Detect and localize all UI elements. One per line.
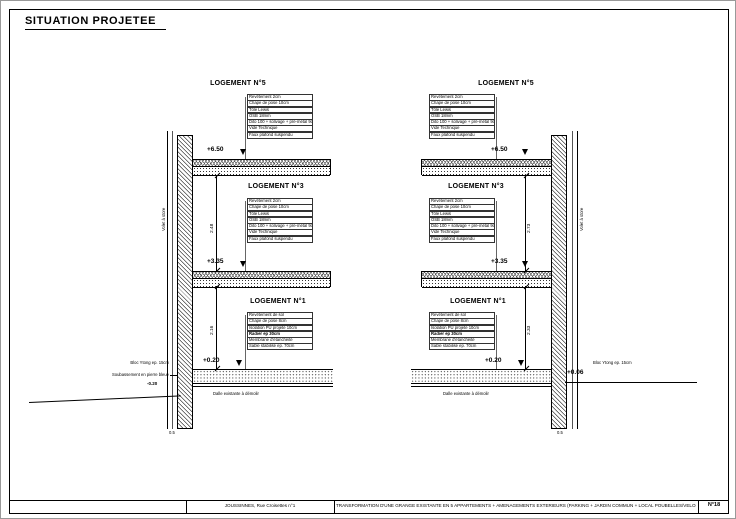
leader-line bbox=[245, 315, 246, 369]
level-335: +3.35 bbox=[491, 258, 508, 265]
leader-line bbox=[245, 201, 246, 271]
annotation-line: Dito 100 + solivage + pré-métal 9cm bbox=[429, 223, 495, 230]
leader-line bbox=[496, 315, 497, 369]
level-marker-icon bbox=[240, 261, 246, 267]
sheet-number: N°18 bbox=[707, 502, 721, 508]
slab-concrete-hatch bbox=[193, 166, 330, 176]
level-335: +3.35 bbox=[207, 258, 224, 265]
sheet-border bbox=[9, 9, 729, 514]
level-exterior: -0.20 bbox=[147, 381, 158, 386]
level-marker-icon bbox=[236, 360, 242, 366]
titleblock-divider bbox=[186, 500, 187, 513]
dalle-note: Dalle existante à démolir bbox=[443, 391, 489, 396]
leader-line bbox=[245, 97, 246, 159]
level-marker-icon bbox=[522, 149, 528, 155]
wall-hatched bbox=[177, 135, 193, 429]
logement5-label: LOGEMENT N°5 bbox=[210, 80, 266, 87]
facade-line bbox=[167, 131, 168, 429]
dimension-chain-lower bbox=[216, 286, 217, 369]
logement3-label: LOGEMENT N°3 bbox=[448, 183, 504, 190]
dimension-value: 2.73 bbox=[527, 223, 532, 233]
dalle-note: Dalle existante à démolir bbox=[213, 391, 259, 396]
leader-line bbox=[496, 97, 497, 159]
slab-insulation-hatch bbox=[193, 271, 330, 278]
floor-slab-650 bbox=[421, 159, 551, 176]
titleblock-divider bbox=[698, 500, 699, 513]
slab-insulation-hatch bbox=[422, 159, 551, 166]
dimension-value: 2.16 bbox=[210, 325, 215, 335]
annotation-line: Dito 100 + solivage + pré-métal 9cm bbox=[247, 223, 313, 230]
slab-insulation-hatch bbox=[422, 271, 551, 278]
level-marker-icon bbox=[522, 261, 528, 267]
bloc-ytong-note: Bloc Ytong ep. 15cm bbox=[593, 360, 632, 365]
titleblock-description: TRANSFORMATION D'UNE GRANGE EXISTANTE EN… bbox=[336, 503, 696, 508]
annotation-line: Faux plafond suspendu bbox=[247, 235, 313, 243]
floor-slab-335 bbox=[193, 271, 331, 288]
soubassement-note: Soubassement en pierre bleue bbox=[111, 372, 169, 377]
slab-concrete-hatch bbox=[422, 166, 551, 176]
logement1-label: LOGEMENT N°1 bbox=[250, 298, 306, 305]
base-dimension: 0.5 bbox=[169, 430, 175, 435]
logement3-label: LOGEMENT N°3 bbox=[248, 183, 304, 190]
dimension-value: 2.33 bbox=[527, 325, 532, 335]
membrane-line bbox=[193, 386, 333, 387]
ground-slab-radier bbox=[411, 369, 551, 384]
annotation-line: Sable stabilisé ep. 70cm bbox=[247, 343, 313, 351]
base-dimension: 0.5 bbox=[557, 430, 563, 435]
level-020: +0.20 bbox=[485, 357, 502, 364]
bloc-ytong-note: Bloc Ytong ep. 15cm bbox=[130, 360, 169, 365]
annotation-line: Dito 100 + solivage + pré-métal 9cm bbox=[247, 119, 313, 126]
level-exterior: +0.06 bbox=[567, 369, 584, 376]
slab-concrete-hatch bbox=[193, 278, 330, 288]
titleblock-top-line bbox=[9, 500, 729, 501]
dimension-chain-lower bbox=[525, 286, 526, 369]
floor-slab-650 bbox=[193, 159, 331, 176]
annotation-line: Sable stabilisé ep. 70cm bbox=[429, 343, 495, 351]
titleblock-divider bbox=[334, 500, 335, 513]
level-650: +6.50 bbox=[207, 146, 224, 153]
annotation-line: Faux plafond suspendu bbox=[429, 131, 495, 139]
annotation-line: Faux plafond suspendu bbox=[247, 131, 313, 139]
dimension-value: 2.48 bbox=[210, 223, 215, 233]
logement5-label: LOGEMENT N°5 bbox=[478, 80, 534, 87]
facade-line bbox=[572, 131, 573, 429]
facade-line bbox=[577, 131, 578, 429]
annotation-line: Faux plafond suspendu bbox=[429, 235, 495, 243]
slab-insulation-hatch bbox=[193, 159, 330, 166]
membrane-line bbox=[411, 386, 551, 387]
level-650: +6.50 bbox=[491, 146, 508, 153]
volet-label: Volet à store bbox=[579, 207, 584, 231]
terrain-line bbox=[565, 382, 697, 383]
dimension-chain-upper bbox=[216, 175, 217, 271]
level-020: +0.20 bbox=[203, 357, 220, 364]
leader-line bbox=[496, 201, 497, 271]
level-marker-icon bbox=[518, 360, 524, 366]
titleblock-address: JOUSSINNES, Rue Croisettes n°1 bbox=[224, 503, 296, 508]
leader-line bbox=[170, 375, 177, 376]
annotation-line: Dito 100 + solivage + pré-métal 9cm bbox=[429, 119, 495, 126]
page-title: SITUATION PROJETEE bbox=[25, 15, 166, 30]
slab-concrete-hatch bbox=[422, 278, 551, 288]
ground-slab-radier bbox=[193, 369, 333, 384]
wall-hatched bbox=[551, 135, 567, 429]
dimension-chain-upper bbox=[525, 175, 526, 271]
facade-line bbox=[172, 131, 173, 429]
logement1-label: LOGEMENT N°1 bbox=[450, 298, 506, 305]
volet-label: Volet à store bbox=[161, 207, 166, 231]
level-marker-icon bbox=[240, 149, 246, 155]
floor-slab-335 bbox=[421, 271, 551, 288]
